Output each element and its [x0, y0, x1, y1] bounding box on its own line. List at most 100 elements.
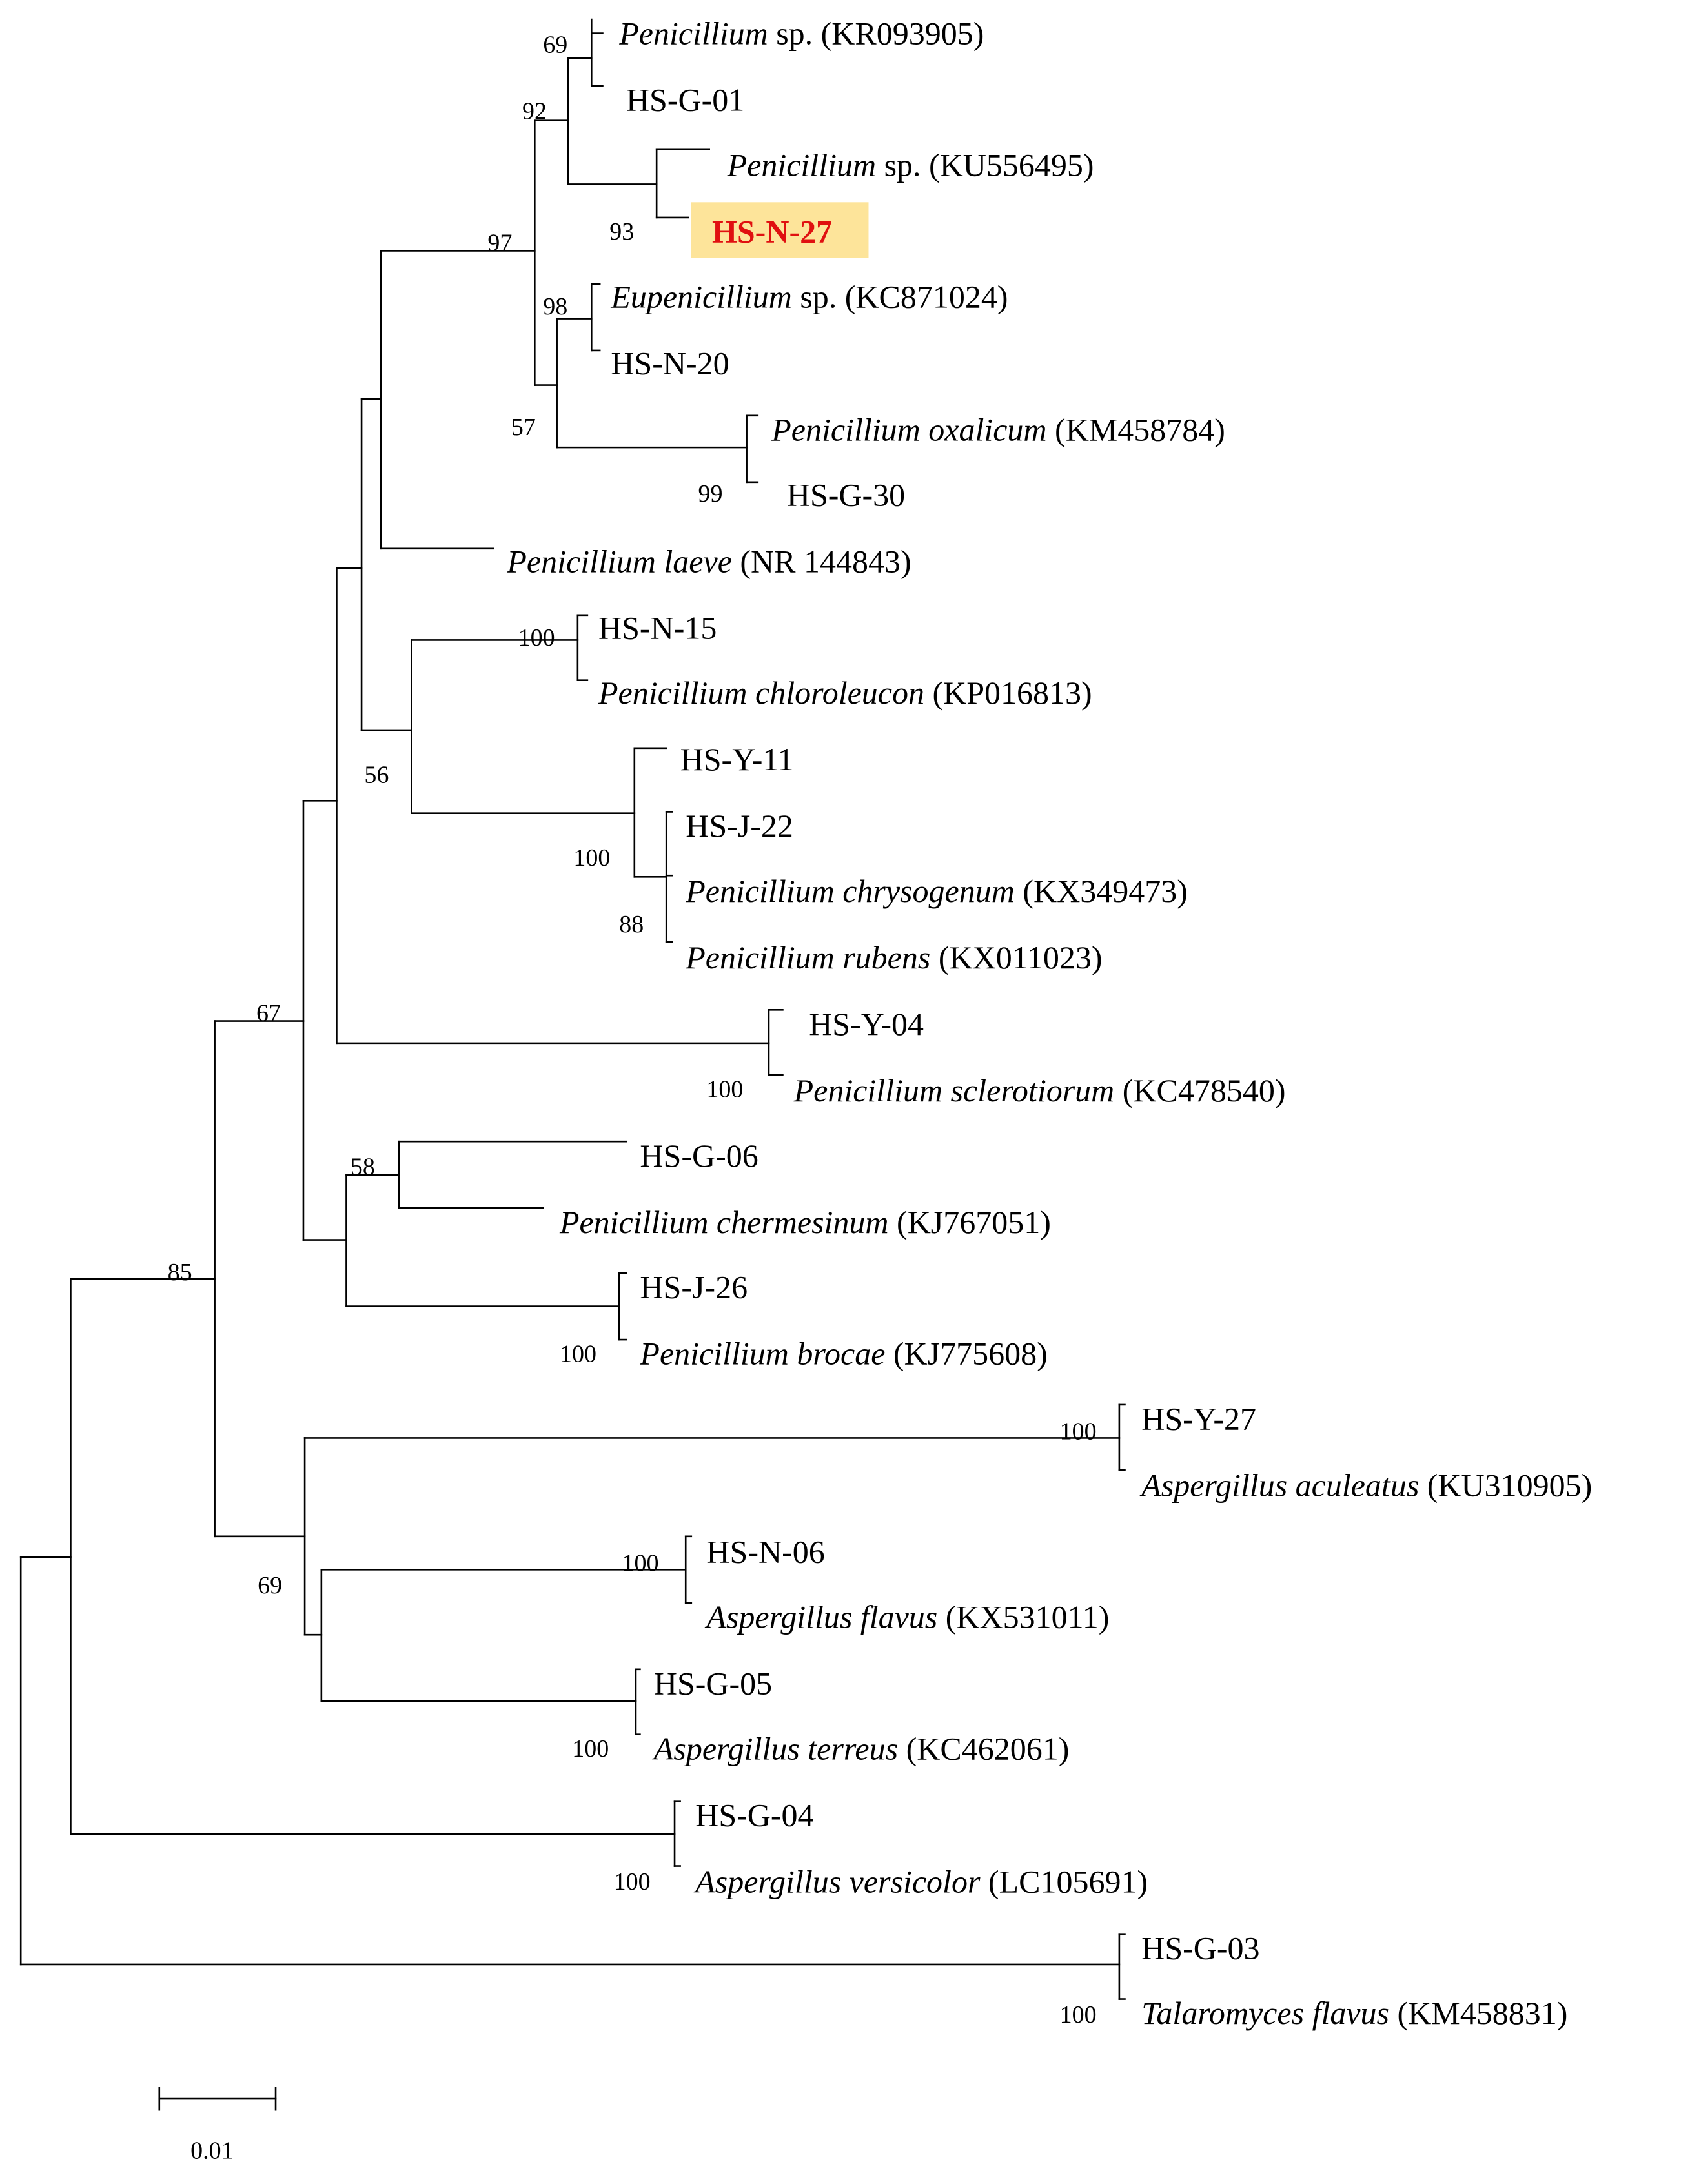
taxon-label: HS-Y-27 — [1141, 1401, 1256, 1437]
taxon-species-name: Penicillium — [727, 147, 877, 183]
taxon-label: Penicillium sclerotiorum (KC478540) — [793, 1072, 1286, 1108]
taxon-label-text: HS-G-03 — [1141, 1930, 1259, 1966]
bootstrap-value: 69 — [543, 32, 567, 59]
taxon-label-text: (KC478540) — [1114, 1072, 1285, 1108]
taxon-species-name: Eupenicillium — [610, 278, 792, 314]
taxon-label: Penicillium sp. (KU556495) — [727, 147, 1094, 183]
taxon-label: Penicillium brocae (KJ775608) — [639, 1336, 1047, 1372]
taxon-label-text: (KX349473) — [1015, 873, 1188, 909]
taxon-label: Aspergillus flavus (KX531011) — [704, 1598, 1109, 1635]
taxon-label-text: HS-N-27 — [712, 214, 832, 250]
taxon-label-text: HS-Y-27 — [1141, 1401, 1256, 1437]
taxon-species-name: Penicillium chloroleucon — [598, 675, 924, 711]
taxon-label: HS-G-01 — [626, 82, 744, 118]
bootstrap-value: 88 — [619, 911, 644, 938]
bootstrap-value: 92 — [522, 98, 547, 125]
taxon-label-text: (KX011023) — [930, 939, 1102, 975]
taxon-species-name: Aspergillus versicolor — [693, 1863, 981, 1899]
taxon-species-name: Talaromyces flavus — [1141, 1995, 1389, 2031]
bootstrap-value: 100 — [706, 1076, 743, 1103]
taxon-label: Penicillium chermesinum (KJ767051) — [559, 1204, 1051, 1240]
bootstrap-value: 58 — [351, 1154, 375, 1181]
bootstrap-value: 67 — [256, 1000, 281, 1027]
taxon-label-text: HS-G-06 — [640, 1138, 758, 1174]
taxon-label-text: (NR 144843) — [732, 543, 911, 579]
bootstrap-value: 98 — [543, 293, 567, 320]
taxon-label-text: HS-Y-04 — [809, 1006, 924, 1042]
taxon-label-text: sp. (KU556495) — [876, 147, 1094, 183]
taxon-label: HS-N-20 — [611, 345, 729, 381]
scale-bar: 0.01 — [158, 2087, 277, 2164]
taxon-label: Eupenicillium sp. (KC871024) — [610, 278, 1008, 314]
tree-branches — [19, 18, 1126, 2000]
highlight-layer — [691, 202, 869, 258]
taxon-label: Penicillium oxalicum (KM458784) — [771, 411, 1225, 447]
bootstrap-value: 100 — [560, 1340, 596, 1367]
taxon-label-text: HS-N-15 — [598, 609, 717, 646]
taxon-label-text: (KM458784) — [1047, 411, 1225, 447]
taxon-label: Aspergillus aculeatus (KU310905) — [1139, 1467, 1592, 1504]
taxon-label: HS-G-04 — [695, 1797, 813, 1833]
taxon-label: Aspergillus terreus (KC462061) — [652, 1730, 1070, 1766]
taxon-label-text: HS-G-30 — [787, 476, 905, 513]
bootstrap-value: 99 — [698, 480, 723, 507]
taxon-species-name: Penicillium oxalicum — [771, 411, 1046, 447]
taxon-label-text: HS-G-04 — [695, 1797, 813, 1833]
taxon-label: Penicillium chloroleucon (KP016813) — [598, 675, 1092, 711]
bootstrap-value: 100 — [518, 624, 555, 651]
highlight-box — [691, 202, 869, 258]
taxon-label: HS-Y-04 — [809, 1006, 924, 1042]
taxon-label: Penicillium laeve (NR 144843) — [506, 543, 911, 579]
taxon-label: HS-G-30 — [787, 476, 905, 513]
taxon-label-text: (KC462061) — [898, 1730, 1069, 1766]
taxon-label-text: HS-G-05 — [654, 1665, 772, 1701]
taxon-labels: Penicillium sp. (KR093905)HS-G-01Penicil… — [506, 15, 1592, 2031]
taxon-label: HS-J-22 — [686, 808, 793, 844]
taxon-label-text: HS-N-20 — [611, 345, 729, 381]
bootstrap-value: 100 — [573, 844, 610, 872]
taxon-label-text: (KX531011) — [937, 1598, 1109, 1635]
bootstrap-value: 57 — [511, 414, 536, 441]
bootstrap-value: 100 — [622, 1549, 659, 1577]
taxon-label: HS-G-06 — [640, 1138, 758, 1174]
taxon-label: Penicillium rubens (KX011023) — [685, 939, 1102, 975]
taxon-species-name: Penicillium laeve — [506, 543, 731, 579]
taxon-label-text: HS-J-22 — [686, 808, 793, 844]
bootstrap-value: 56 — [364, 761, 389, 788]
taxon-label: Penicillium chrysogenum (KX349473) — [685, 873, 1188, 909]
taxon-label: HS-G-03 — [1141, 1930, 1259, 1966]
bootstrap-value: 100 — [572, 1735, 609, 1762]
taxon-label-text: HS-J-26 — [640, 1269, 748, 1305]
taxon-label-text: (LC105691) — [980, 1863, 1148, 1899]
taxon-species-name: Aspergillus aculeatus — [1139, 1467, 1419, 1504]
bootstrap-value: 100 — [1060, 1418, 1097, 1445]
taxon-label-text: (KU310905) — [1419, 1467, 1592, 1504]
bootstrap-value: 85 — [168, 1259, 192, 1286]
taxon-label: HS-N-06 — [706, 1534, 824, 1570]
taxon-species-name: Aspergillus flavus — [704, 1598, 937, 1635]
taxon-label: Aspergillus versicolor (LC105691) — [693, 1863, 1148, 1899]
bootstrap-value: 97 — [487, 229, 512, 256]
taxon-species-name: Penicillium chermesinum — [559, 1204, 889, 1240]
taxon-species-name: Penicillium brocae — [639, 1336, 885, 1372]
taxon-label-text: HS-N-06 — [706, 1534, 824, 1570]
taxon-label-text: (KJ775608) — [885, 1336, 1047, 1372]
taxon-label: Penicillium sp. (KR093905) — [618, 15, 984, 52]
bootstrap-value: 69 — [258, 1572, 282, 1599]
taxon-label: HS-J-26 — [640, 1269, 748, 1305]
taxon-label-text: (KM458831) — [1389, 1995, 1567, 2031]
scale-bar-label: 0.01 — [190, 2137, 234, 2164]
bootstrap-values: 69 92 93 97 98 57 99 100 56 100 88 67 100 58 100 85 100 6… — [168, 32, 1097, 2028]
taxon-label: HS-G-05 — [654, 1665, 772, 1701]
taxon-label: HS-Y-11 — [680, 741, 794, 777]
taxon-label: HS-N-27 — [712, 214, 832, 250]
bootstrap-value: 100 — [614, 1868, 651, 1895]
bootstrap-value: 93 — [609, 218, 634, 245]
taxon-label-text: sp. (KR093905) — [768, 15, 984, 52]
taxon-label-text: (KJ767051) — [889, 1204, 1051, 1240]
taxon-species-name: Penicillium sclerotiorum — [793, 1072, 1115, 1108]
taxon-label-text: sp. (KC871024) — [792, 278, 1008, 314]
bootstrap-value: 100 — [1060, 2001, 1097, 2028]
taxon-species-name: Penicillium chrysogenum — [685, 873, 1015, 909]
